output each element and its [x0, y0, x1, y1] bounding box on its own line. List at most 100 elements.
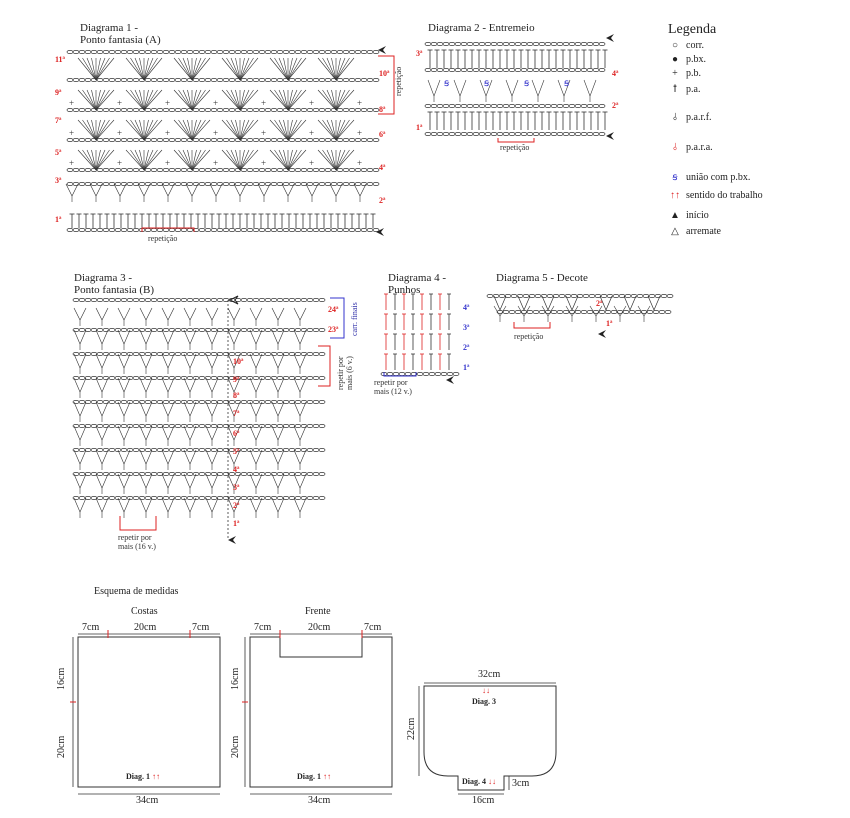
chain-stitch [204, 352, 212, 356]
chain-stitch [372, 182, 380, 186]
chain-stitch [240, 108, 248, 112]
fan-stitch [278, 149, 289, 171]
chain-stitch [270, 448, 278, 452]
chain-stitch [210, 424, 218, 428]
chain-stitch [526, 68, 534, 72]
chain-stitch [312, 400, 320, 404]
chain-stitch [294, 298, 302, 302]
v-stitch [537, 79, 545, 97]
chain-stitch [300, 376, 308, 380]
chain-stitch [120, 168, 128, 172]
chain-stitch [108, 168, 116, 172]
chain-stitch [366, 78, 374, 82]
chain-stitch [312, 424, 320, 428]
chain-stitch [282, 50, 290, 54]
v-stitch [145, 329, 153, 345]
chain-stitch [96, 228, 104, 232]
chain-stitch [496, 42, 504, 46]
chain-stitch [526, 132, 534, 136]
v-stitch [205, 473, 213, 489]
chain-stitch [294, 448, 302, 452]
chain-stitch [192, 298, 200, 302]
v-stitch [293, 377, 301, 393]
chain-stitch [102, 228, 110, 232]
chain-stitch [386, 372, 394, 376]
v-stitch [73, 353, 81, 369]
chain-stitch [186, 424, 194, 428]
chain-stitch [544, 132, 552, 136]
chain-stitch [96, 472, 104, 476]
chain-stitch [270, 496, 278, 500]
chain-stitch [430, 104, 438, 108]
chain-stitch [502, 310, 510, 314]
fan-stitch [226, 57, 241, 81]
v-stitch [189, 307, 197, 321]
row-number: 4ª [463, 303, 470, 312]
fan-stitch [230, 57, 241, 81]
row-number: 4ª [379, 163, 386, 172]
diagram3-title-line1: Diagrama 3 - [74, 272, 133, 284]
v-stitch [211, 497, 219, 513]
chain-stitch [168, 352, 176, 356]
v-stitch [123, 353, 131, 369]
chain-stitch [108, 328, 116, 332]
chain-stitch [198, 496, 206, 500]
legend-item-label: p.a. [686, 84, 701, 95]
v-stitch [493, 295, 507, 311]
start-icon [446, 376, 454, 384]
chain-stitch [270, 108, 278, 112]
chain-stitch [210, 400, 218, 404]
diagram3-title: Diagrama 3 - Ponto fantasia (B) [74, 272, 154, 296]
v-stitch [189, 473, 197, 489]
manga-diag-bottom: Diag. 4 ↓↓ [462, 777, 496, 786]
chain-stitch [348, 108, 356, 112]
v-stitch [299, 329, 307, 345]
chain-stitch [144, 376, 152, 380]
chain-stitch [520, 132, 528, 136]
v-stitch [205, 307, 213, 321]
fan-stitch [95, 57, 115, 81]
chain-stitch [342, 168, 350, 172]
chain-stitch [452, 372, 460, 376]
legend-item: ○corr. [668, 40, 704, 51]
fan-stitch [86, 119, 97, 141]
fan-stitch [82, 119, 97, 141]
chain-stitch [556, 68, 564, 72]
chain-stitch [234, 228, 242, 232]
chain-stitch [186, 50, 194, 54]
single-crochet: + [309, 158, 314, 168]
chain-stitch [276, 352, 284, 356]
v-stitch [517, 295, 531, 311]
v-stitch [65, 183, 73, 197]
chain-stitch [90, 50, 98, 54]
v-stitch [293, 473, 301, 489]
fan-stitch [230, 89, 241, 111]
chain-stitch [96, 496, 104, 500]
chain-stitch [294, 50, 302, 54]
chain-stitch [550, 42, 558, 46]
chain-stitch [404, 372, 412, 376]
chain-stitch [264, 376, 272, 380]
chain-stitch [72, 496, 80, 500]
fan-stitch [335, 119, 346, 141]
row-number: 1ª [463, 363, 470, 372]
d4-repeat: repetir por mais (12 v.) [374, 378, 412, 396]
chain-stitch [138, 472, 146, 476]
chain-stitch [484, 132, 492, 136]
chain-stitch [300, 298, 308, 302]
fan-stitch [239, 57, 254, 81]
chain-stitch [580, 104, 588, 108]
v-stitch [79, 377, 87, 393]
v-stitch [95, 497, 103, 513]
row-number: 10ª [379, 69, 390, 78]
fan-stitch [221, 119, 241, 141]
fan-stitch [191, 149, 202, 171]
v-stitch [167, 425, 175, 441]
chain-stitch [516, 294, 524, 298]
v-stitch [101, 425, 109, 441]
fan-stitch [86, 89, 97, 111]
v-stitch [255, 449, 263, 465]
v-stitch [255, 377, 263, 393]
chain-stitch [114, 108, 122, 112]
chain-stitch [658, 310, 666, 314]
